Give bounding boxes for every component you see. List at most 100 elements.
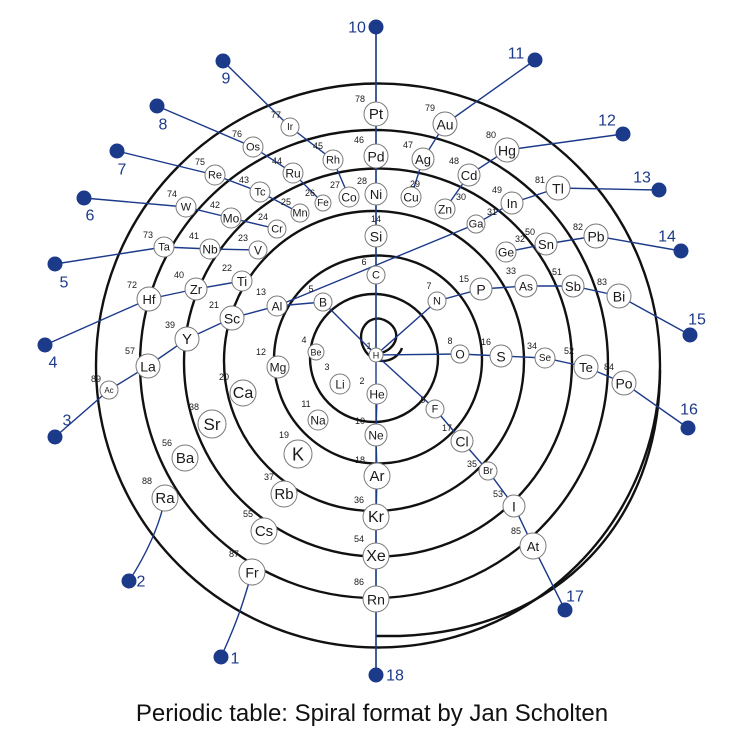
element-symbol: Ca — [233, 385, 254, 402]
element-symbol: Ta — [158, 242, 171, 254]
element-number: 13 — [256, 287, 266, 297]
element-circle — [267, 219, 287, 239]
element-b: B5 — [308, 284, 333, 312]
element-circle — [514, 274, 538, 298]
element-circle — [478, 461, 498, 481]
element-symbol: Fe — [317, 198, 329, 209]
element-circle — [545, 175, 571, 201]
element-symbol: Sb — [565, 279, 581, 294]
element-symbol: Pb — [587, 229, 604, 245]
element-w: W74 — [167, 189, 197, 218]
group-node-7 — [109, 143, 125, 159]
element-number: 75 — [195, 157, 205, 167]
element-circle — [432, 111, 458, 137]
element-symbol: Co — [341, 191, 357, 205]
element-symbol: Te — [579, 360, 593, 375]
element-circle — [489, 344, 513, 368]
element-circle — [425, 399, 445, 419]
element-symbol: Rh — [326, 155, 340, 167]
element-circle — [469, 277, 493, 301]
element-number: 84 — [604, 362, 614, 372]
element-symbol: N — [433, 296, 441, 308]
element-number: 52 — [564, 346, 574, 356]
element-circle — [573, 354, 599, 380]
group-node-6 — [76, 190, 92, 206]
group-node-18 — [368, 667, 384, 683]
element-symbol: Sn — [538, 237, 554, 252]
element-number: 22 — [222, 263, 232, 273]
element-y: Y39 — [165, 320, 200, 352]
element-symbol: Os — [246, 142, 261, 154]
element-symbol: C — [372, 270, 380, 282]
element-circle — [314, 194, 332, 212]
element-symbol: Mn — [292, 208, 307, 220]
group-label-9: 9 — [222, 71, 231, 88]
element-symbol: H — [373, 351, 380, 361]
element-number: 30 — [456, 192, 466, 202]
group-label-14: 14 — [658, 229, 676, 246]
element-hf: Hf 72 — [127, 280, 162, 312]
group-line-17 — [375, 354, 566, 611]
element-circle — [450, 429, 474, 453]
element-symbol: Zn — [438, 203, 452, 217]
element-number: 2 — [359, 376, 364, 386]
element-f: F9 — [420, 395, 445, 419]
group-line-4 — [44, 280, 243, 346]
group-label-12: 12 — [598, 113, 616, 130]
group-label-10: 10 — [348, 20, 366, 37]
element-number: 39 — [165, 320, 175, 330]
group-label-15: 15 — [688, 312, 706, 329]
element-number: 57 — [125, 346, 135, 356]
element-number: 11 — [301, 399, 310, 409]
element-symbol: Cd — [461, 168, 478, 183]
element-symbol: Nb — [202, 243, 218, 257]
element-te: Te 52 — [564, 346, 599, 380]
element-number: 43 — [239, 175, 249, 185]
element-circle — [363, 462, 391, 490]
element-symbol: Rb — [274, 486, 293, 503]
element-circle — [220, 207, 242, 229]
element-circle — [266, 295, 288, 317]
element-number: 26 — [305, 188, 315, 198]
element-circle — [238, 558, 266, 586]
group-line-2 — [128, 497, 166, 582]
element-circle — [136, 286, 162, 312]
element-number: 49 — [492, 185, 502, 195]
diagram-caption: Periodic table: Spiral format by Jan Sch… — [135, 700, 609, 727]
element-number: 86 — [354, 577, 364, 587]
group-node-11 — [527, 52, 543, 68]
spiral-loop-6 — [94, 82, 662, 649]
element-symbol: Po — [615, 376, 632, 392]
element-circle — [534, 232, 558, 256]
group-line-16 — [375, 353, 689, 429]
element-symbol: Hf — [143, 292, 156, 307]
element-number: 37 — [264, 472, 274, 482]
element-number: 87 — [229, 549, 239, 559]
element-symbol: Ru — [285, 167, 300, 181]
group-label-3: 3 — [63, 413, 72, 430]
element-h: H1 — [366, 341, 384, 363]
element-number: 72 — [127, 280, 137, 290]
element-symbol: Mo — [223, 212, 240, 226]
element-number: 45 — [313, 141, 323, 151]
element-circle — [362, 503, 390, 531]
element-symbol: La — [140, 359, 156, 375]
element-circle — [561, 274, 585, 298]
group-label-16: 16 — [680, 402, 698, 419]
element-number: 46 — [354, 135, 364, 145]
element-number: 41 — [189, 231, 199, 241]
element-circle — [495, 241, 517, 263]
